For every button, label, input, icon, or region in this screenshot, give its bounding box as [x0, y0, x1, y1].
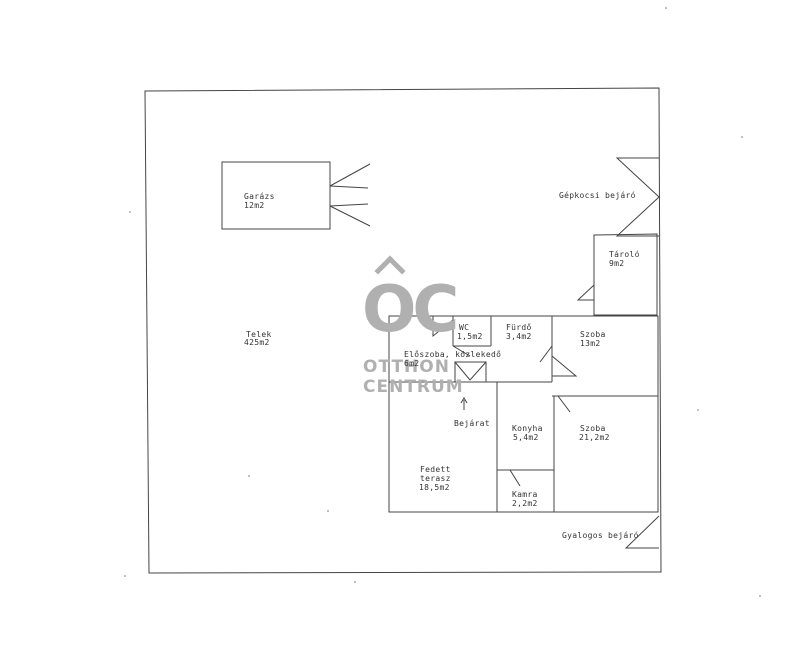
door-room1: [551, 355, 578, 377]
room1-name: Szoba: [580, 330, 606, 339]
house-outline: [388, 315, 659, 513]
pedestrian-gate: [624, 515, 660, 549]
storage-area: 9m2: [609, 259, 625, 268]
door-hall: [432, 316, 454, 338]
door-room2: [557, 395, 571, 413]
speck: [327, 510, 329, 512]
terrace-name2: terasz: [420, 474, 451, 483]
room1-area: 13m2: [580, 339, 601, 348]
speck: [665, 7, 667, 9]
door-wc: [452, 345, 471, 357]
garage-outline: [221, 161, 331, 230]
plot-boundary: [144, 87, 662, 574]
speck: [124, 575, 126, 577]
hallway-area: 6m2: [404, 359, 420, 368]
wc-name: WC: [459, 323, 470, 332]
hallway-name: Előszoba, közlekedő: [404, 350, 502, 359]
speck: [741, 136, 743, 138]
speck: [697, 409, 699, 411]
kitchen-name: Konyha: [512, 424, 543, 433]
plot-name: Telek: [246, 330, 272, 339]
garage-name: Garázs: [244, 192, 275, 201]
entrance-label: Bejárat: [454, 419, 490, 428]
storage-name: Tároló: [609, 250, 640, 259]
terrace-area: 18,5m2: [419, 483, 450, 492]
plot-area: 425m2: [244, 338, 270, 347]
pantry-name: Kamra: [512, 490, 538, 499]
terrace-name: Fedett: [420, 465, 451, 474]
speck: [129, 211, 131, 213]
storage-outline: [593, 233, 658, 316]
bathroom-name: Fürdő: [506, 323, 532, 332]
kitchen-area: 5,4m2: [513, 433, 539, 442]
speck: [759, 595, 761, 597]
room2-area: 21,2m2: [579, 433, 610, 442]
entrance-arrow: [460, 397, 468, 410]
speck: [248, 475, 250, 477]
entrance-stairs: [454, 361, 487, 383]
room2-name: Szoba: [580, 424, 606, 433]
garage-gate-wings: [329, 163, 371, 227]
garage-area: 12m2: [244, 201, 265, 210]
car-entrance-label: Gépkocsi bejáró: [559, 191, 636, 200]
door-bath: [539, 345, 553, 363]
watermark-line2: CENTRUM: [363, 377, 464, 397]
car-gate-wings: [615, 157, 660, 237]
door-pantry: [509, 469, 521, 487]
watermark-line1: OTTHON: [363, 357, 450, 377]
pantry-area: 2,2m2: [512, 499, 538, 508]
speck: [354, 581, 356, 583]
wc-area: 1,5m2: [457, 332, 483, 341]
storage-door: [576, 284, 595, 301]
bathroom-area: 3,4m2: [506, 332, 532, 341]
watermark-logo: OC: [362, 273, 459, 347]
pedestrian-entrance-label: Gyalogos bejáró: [562, 531, 639, 540]
